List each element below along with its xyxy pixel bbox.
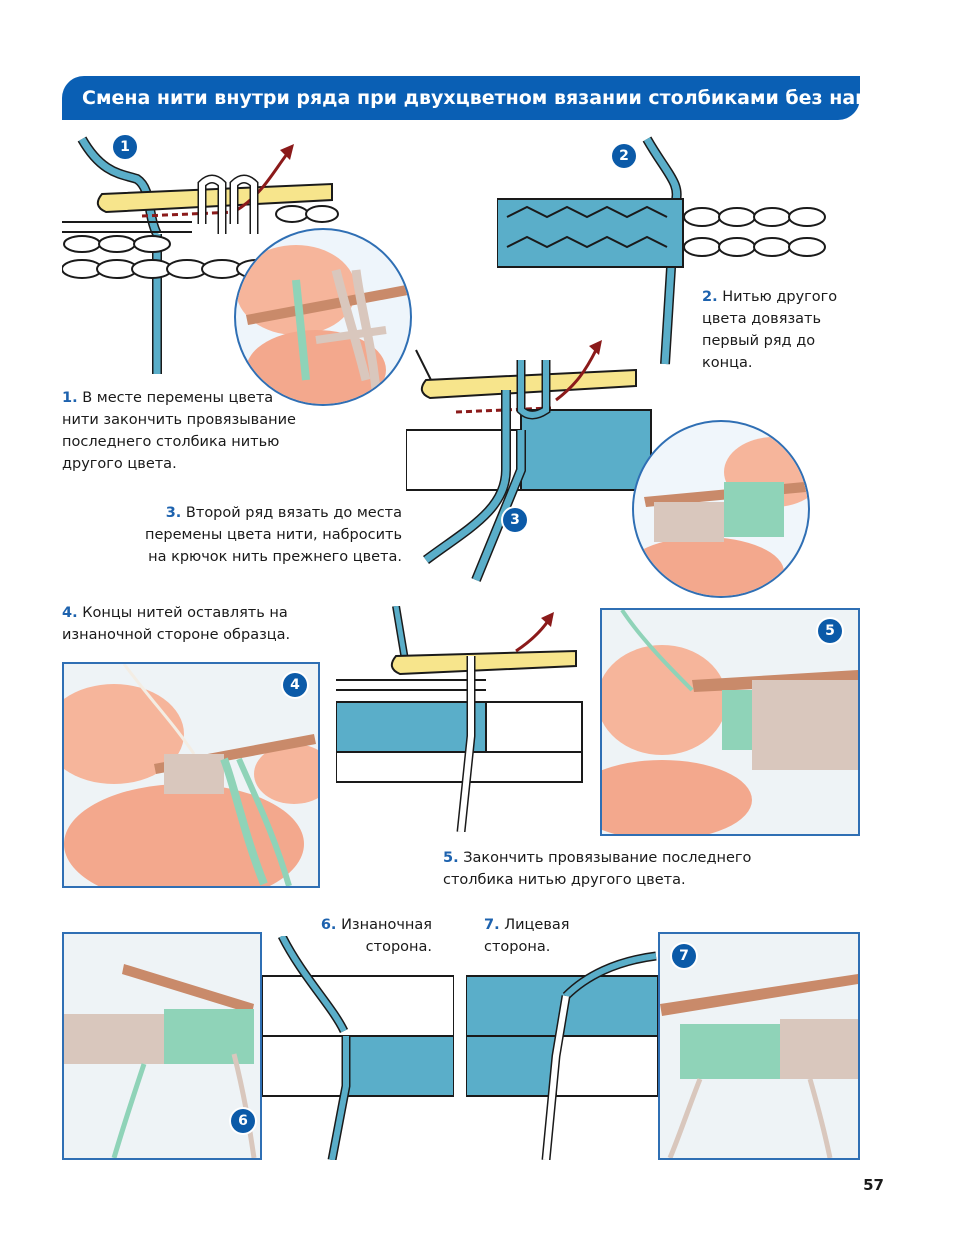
caption-step1: 1. В месте перемены цвета нити закончить… — [62, 390, 296, 472]
caption-step2: 2. Нитью другого цвета довязать первый р… — [702, 289, 838, 371]
caption-step4: 4. Концы нитей оставлять на изнаночной с… — [62, 605, 291, 643]
step4-badge: 4 — [283, 673, 307, 697]
step1-badge: 1 — [113, 135, 137, 159]
page-title: Смена нити внутри ряда при двухцветном в… — [62, 76, 910, 120]
step3-badge: 3 — [503, 508, 527, 532]
step5-photo — [600, 608, 860, 836]
step7-diagram — [466, 951, 658, 1160]
caption-step3: 3. Второй ряд вязать до места перемены ц… — [145, 505, 402, 565]
step6-badge: 6 — [231, 1109, 255, 1133]
step3-closeup-photo — [632, 420, 810, 598]
step2-badge: 2 — [612, 144, 636, 168]
caption-step7: 7. Лицевая сторона. — [484, 917, 570, 955]
step1-closeup-photo — [234, 228, 412, 406]
caption-step5: 5. Закончить провязывание последнего сто… — [443, 850, 752, 888]
step5-diagram — [336, 606, 583, 832]
step4-photo — [62, 662, 320, 888]
step1-diagram — [62, 136, 339, 374]
page-number: 57 — [863, 1176, 884, 1194]
step2-diagram — [497, 136, 833, 365]
step7-photo — [658, 932, 860, 1160]
step6-diagram — [262, 936, 454, 1160]
step5-badge: 5 — [818, 619, 842, 643]
caption-step6: 6. Изнаночная сторона. — [320, 917, 432, 955]
step3-diagram — [406, 340, 652, 582]
step6-photo — [62, 932, 262, 1160]
step7-badge: 7 — [672, 944, 696, 968]
